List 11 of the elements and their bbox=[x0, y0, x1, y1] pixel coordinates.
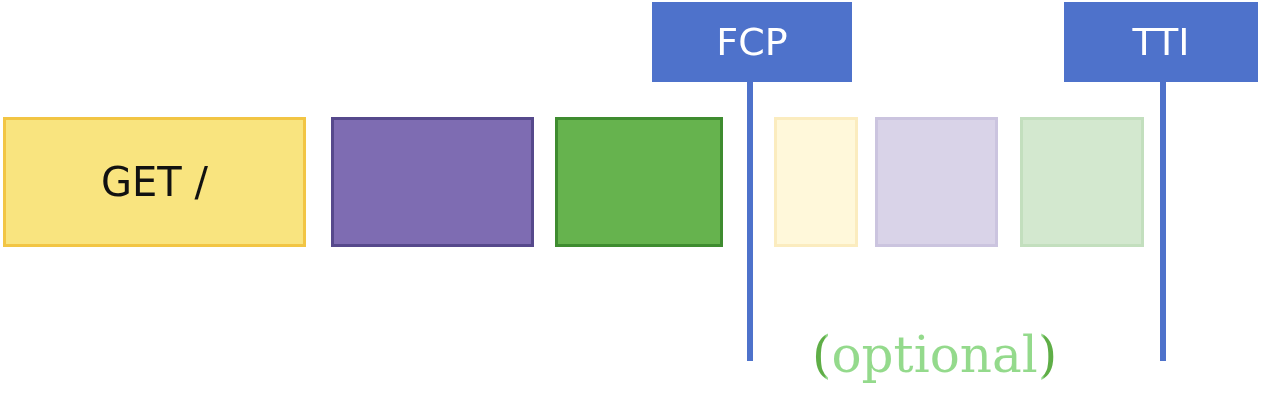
timeline-block bbox=[331, 117, 534, 247]
block-label: GET / bbox=[101, 159, 208, 205]
timeline-block bbox=[774, 117, 858, 247]
milestone-label: FCP bbox=[716, 20, 788, 64]
milestone-flag bbox=[1064, 2, 1258, 82]
timeline-block bbox=[555, 117, 723, 247]
milestone-label: TTI bbox=[1132, 20, 1190, 64]
timeline-block bbox=[1020, 117, 1144, 247]
timeline-block bbox=[3, 117, 306, 247]
timeline-block bbox=[875, 117, 998, 247]
milestone-flag bbox=[652, 2, 852, 82]
